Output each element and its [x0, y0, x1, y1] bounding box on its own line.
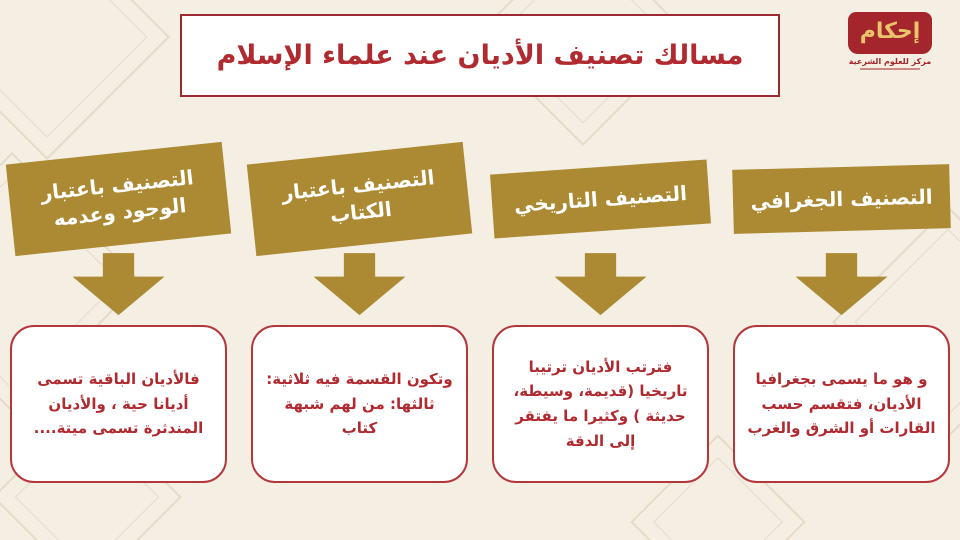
body-scripture-text: وتكون القسمة فيه ثلاثية: ثالثها: من لهم …	[266, 369, 453, 438]
header-zone: التصنيف الجغرافي	[732, 147, 951, 251]
down-arrow-icon	[313, 253, 406, 316]
body-existence: فالأديان الباقية تسمى أديانا حية ، والأد…	[10, 325, 227, 484]
header-zone: التصنيف باعتبار الكتاب	[246, 142, 473, 257]
column-historical: التصنيف التاريخي فترتب الأديان ترتيبا تا…	[490, 147, 711, 484]
body-existence-text: فالأديان الباقية تسمى أديانا حية ، والأد…	[33, 369, 204, 438]
body-geographic: و هو ما يسمى بجغرافيا الأديان، فتقسم حسب…	[733, 325, 950, 484]
columns: التصنيف الجغرافي و هو ما يسمى بجغرافيا ا…	[0, 142, 960, 484]
header-zone: التصنيف باعتبار الوجود وعدمه	[5, 142, 232, 257]
header-existence: التصنيف باعتبار الوجود وعدمه	[5, 142, 232, 257]
logo-name: إحكام	[859, 19, 921, 44]
slide-title: مسالك تصنيف الأديان عند علماء الإسلام	[216, 40, 744, 71]
header-geographic: التصنيف الجغرافي	[732, 164, 951, 234]
logo-rule	[860, 68, 920, 71]
logo-subtitle: مركز للعلوم الشرعية	[848, 57, 932, 67]
background-ornament	[0, 0, 171, 161]
column-existence: التصنيف باعتبار الوجود وعدمه فالأديان ال…	[5, 142, 232, 484]
header-historical: التصنيف التاريخي	[490, 159, 711, 239]
body-scripture: وتكون القسمة فيه ثلاثية: ثالثها: من لهم …	[251, 325, 468, 484]
body-geographic-text: و هو ما يسمى بجغرافيا الأديان، فتقسم حسب…	[747, 369, 936, 438]
logo: إحكام مركز للعلوم الشرعية	[842, 12, 938, 71]
title-box: مسالك تصنيف الأديان عند علماء الإسلام	[180, 14, 780, 98]
column-geographic: التصنيف الجغرافي و هو ما يسمى بجغرافيا ا…	[732, 147, 951, 484]
body-historical-text: فترتب الأديان ترتيبا تاريخيا (قديمة، وسي…	[513, 357, 688, 450]
down-arrow-icon	[554, 253, 647, 316]
down-arrow-icon	[72, 253, 165, 316]
down-arrow-icon	[795, 253, 888, 316]
header-scripture: التصنيف باعتبار الكتاب	[246, 142, 473, 257]
column-scripture: التصنيف باعتبار الكتاب وتكون القسمة فيه …	[246, 142, 473, 484]
logo-mark: إحكام	[847, 12, 933, 55]
header-zone: التصنيف التاريخي	[490, 147, 711, 251]
body-historical: فترتب الأديان ترتيبا تاريخيا (قديمة، وسي…	[492, 325, 709, 484]
